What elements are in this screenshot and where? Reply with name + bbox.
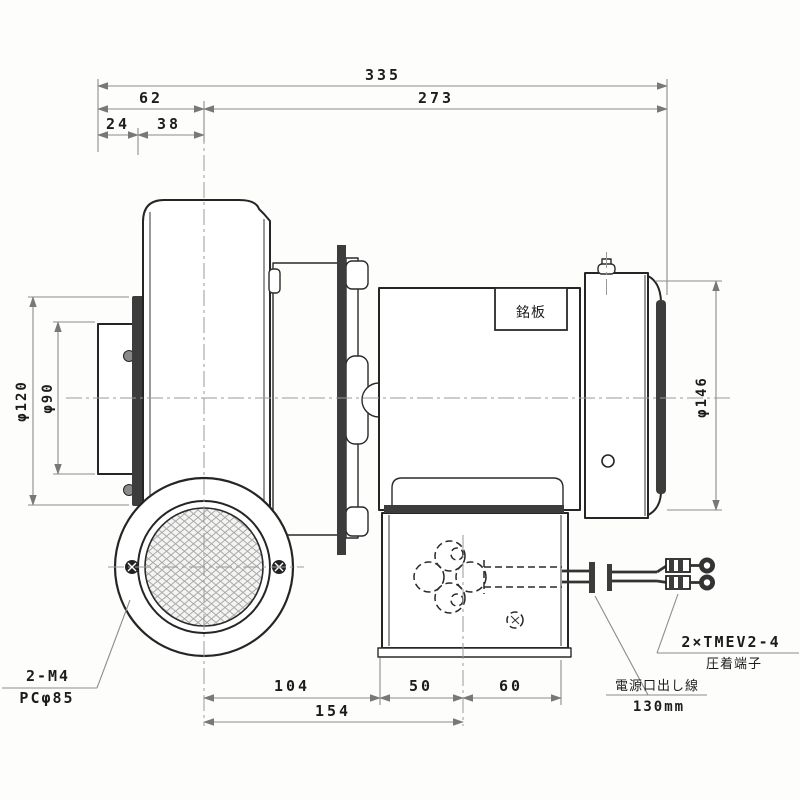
dim-inlet-protrusion: 24 [106,115,130,133]
dim-center-to-gland: 154 [315,702,351,720]
end-cap-rim [656,300,666,494]
dim-motor-section: 273 [418,89,454,107]
mount-screws-label: 2-M4 [26,667,70,685]
terminal-box-neck [391,477,564,512]
terminal-box-lip [377,647,572,658]
callout-mount-screws: 2-M4 PCφ85 [2,599,131,707]
callout-lead-wire: 電源口出し線 130mm [594,595,707,715]
flange-plate [337,245,346,555]
callout-terminal-spec: 2×TMEV2-4 圧着端子 [656,593,799,672]
terminal-box [377,505,572,658]
lead-wire-length-label: 130mm [633,699,685,715]
flange-screw-left [125,560,139,574]
crimp-terminals [665,557,715,591]
inlet-duct-side-view [97,296,145,506]
hidden-screw [506,611,524,629]
dim-flange-diameter: φ120 [14,380,30,422]
blower-housing [142,199,271,521]
box-gasket [384,505,564,513]
crimp-terminal-upper [665,557,715,574]
callouts: 2-M4 PCφ85 2×TMEV2-4 圧着端子 電源口出し線 130mm [2,593,799,715]
mount-pitch-circle-label: PCφ85 [19,689,74,707]
nameplate: 銘板 [494,287,568,331]
mesh-notch [268,268,281,294]
dim-box-to-gland: 50 [409,677,433,695]
dim-inlet-depth: 38 [157,115,181,133]
crimp-terminal-lower [665,574,715,591]
cable-gland-hidden [413,540,562,629]
dim-center-to-box: 104 [274,677,310,695]
dim-gland-to-exit: 60 [499,677,523,695]
dim-duct-diameter: φ90 [40,382,56,413]
dim-overall-length: 335 [365,66,401,84]
power-lead-cable [562,562,668,593]
terminal-type-label: 圧着端子 [706,656,762,672]
inlet-flange-plate-side [132,296,145,506]
cable-clamp-bar [589,562,595,593]
centerlines [66,101,730,726]
lead-wire-label: 電源口出し線 [615,678,699,694]
terminal-spec-label: 2×TMEV2-4 [681,633,780,651]
drain-screw [601,454,615,468]
shaft-boss [361,382,380,418]
mounting-flange [337,245,380,555]
dimensions: 335 62 273 24 38 φ120 φ90 φ146 104 50 60… [14,66,722,726]
rear-end-bell [584,252,666,519]
cable-break-bar [607,564,612,591]
nameplate-label: 銘板 [516,305,546,321]
coupling-mesh-section [268,262,339,536]
dim-inlet-section: 62 [139,89,163,107]
dim-motor-diameter: φ146 [694,376,710,418]
